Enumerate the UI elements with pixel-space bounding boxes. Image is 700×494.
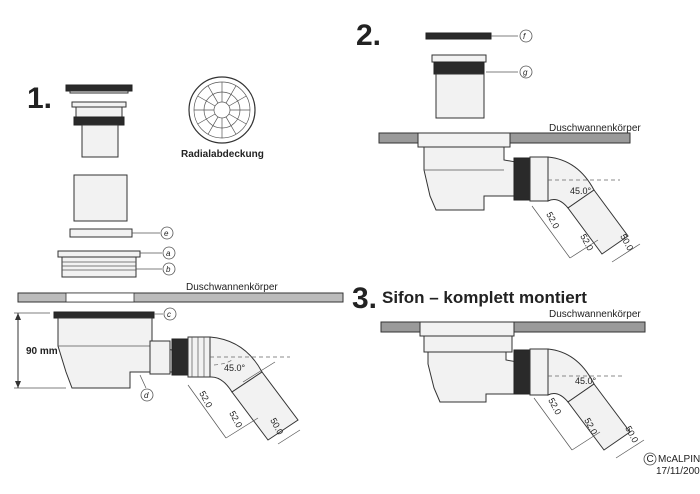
- step1-trap-body: [57, 317, 211, 389]
- copyright-icon: [643, 452, 657, 466]
- copyright-date: 17/11/200: [656, 466, 700, 477]
- step1-insert: [71, 101, 127, 158]
- tag-c: c: [167, 310, 171, 319]
- step2-insert: [431, 54, 487, 119]
- step3-trap-body: [419, 321, 549, 403]
- step1-gasket-c: [53, 311, 155, 319]
- radial-cover-label: Radialabdeckung: [181, 149, 264, 160]
- step2-trap-body: [417, 132, 549, 211]
- step2-dim-50: 50.0: [618, 232, 635, 252]
- tag-e: e: [164, 229, 169, 238]
- step1-height-dimension: [14, 312, 66, 389]
- tag-a: a: [166, 249, 171, 258]
- step1-sleeve: [73, 174, 128, 222]
- step1-angle: 45.0°: [224, 363, 246, 373]
- step1-ring-e: [69, 228, 133, 238]
- radial-ring: [203, 91, 241, 129]
- step2-shower-body-label: Duschwannenkörper: [549, 123, 641, 134]
- step2-dim-52a: 52.0: [544, 210, 561, 230]
- copyright-brand: McALPIN: [658, 454, 700, 465]
- step2-grate: [425, 32, 492, 40]
- step1-dim-52a: 52.0: [197, 389, 214, 409]
- step3-dim-52a: 52.0: [546, 396, 563, 416]
- step1-grate-cover: [65, 84, 133, 94]
- step1-dim-52b: 52.0: [227, 409, 244, 429]
- step3-angle: 45.0°: [575, 376, 597, 386]
- step1-nut: [57, 250, 141, 278]
- step-3-title: Sifon – komplett montiert: [382, 288, 587, 307]
- step-3-number: 3.: [352, 282, 377, 315]
- step2-angle: 45.0°: [570, 186, 592, 196]
- step-2-number: 2.: [356, 19, 381, 52]
- step1-shower-tray: [17, 292, 344, 303]
- tag-d: d: [144, 391, 149, 400]
- radial-cover-icon: [188, 76, 256, 144]
- step-1-number: 1.: [27, 82, 52, 115]
- step3-elbow-pipe: [547, 348, 631, 451]
- step2-elbow-pipe: [547, 156, 629, 255]
- tag-b: b: [166, 265, 171, 274]
- height-90-label: 90 mm: [26, 346, 58, 357]
- step1-elbow-pipe: [209, 336, 299, 441]
- tag-f: f: [523, 32, 526, 41]
- step3-shower-body-label: Duschwannenkörper: [549, 309, 641, 320]
- tag-g: g: [523, 68, 528, 77]
- step1-shower-body-label: Duschwannenkörper: [186, 282, 278, 293]
- copyright-symbol: C: [647, 454, 654, 465]
